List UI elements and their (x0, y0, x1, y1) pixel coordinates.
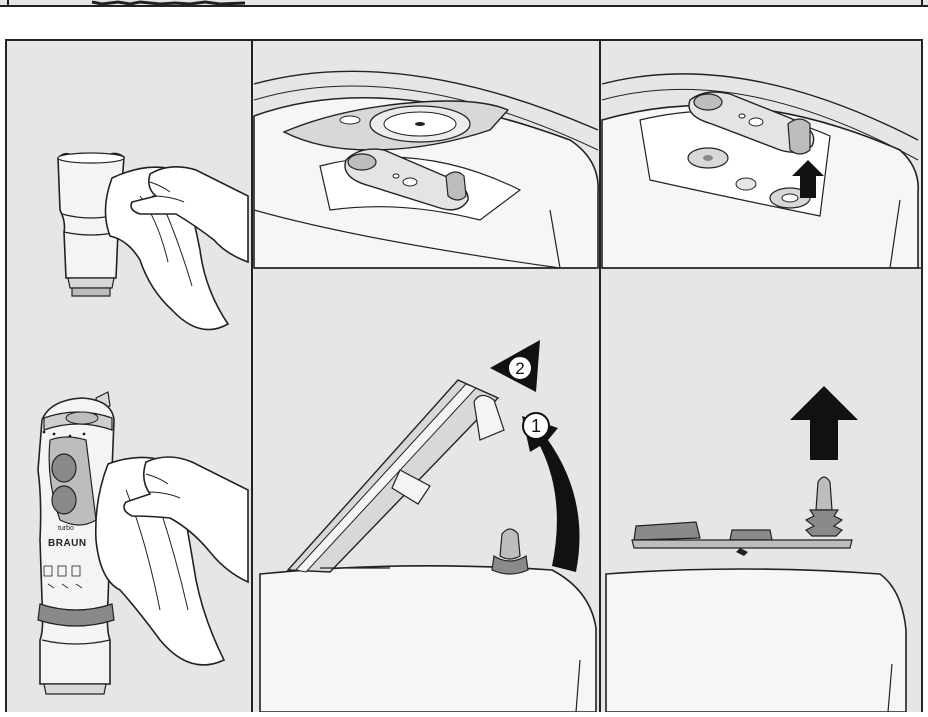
top-strip (0, 0, 928, 6)
panel-disc-closeup (254, 42, 599, 268)
braun-logo: BRAUN (48, 538, 87, 549)
turbo-label: turbo (58, 525, 74, 532)
step-1-number: 1 (531, 416, 541, 436)
bowl-body-2 (606, 569, 906, 712)
bowl-body (260, 566, 596, 712)
panel-shaft-closeup (602, 42, 921, 268)
step-2-number: 2 (515, 359, 524, 378)
